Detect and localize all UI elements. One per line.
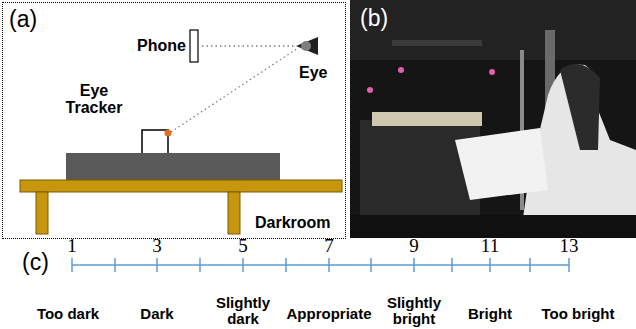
scale-label: Too bright	[541, 306, 614, 322]
scale-number: 11	[481, 236, 499, 256]
scale-label: Slightly dark	[207, 295, 279, 327]
part-label: Darkroom	[255, 215, 331, 232]
scale-number: 7	[324, 236, 334, 256]
scale-number: 9	[409, 236, 419, 256]
eye-symbol	[296, 37, 318, 55]
panel-letter: (a)	[9, 7, 37, 31]
scale-number: 3	[152, 236, 162, 256]
tracker-bracket	[142, 130, 168, 153]
scale-number: 13	[560, 236, 579, 256]
scale-number: 1	[67, 236, 77, 256]
scale-label: Dark	[140, 306, 173, 322]
scale-label: Slightly bright	[378, 295, 450, 327]
table-leg	[228, 192, 240, 234]
table-top	[20, 180, 342, 192]
scale-number: 5	[238, 236, 248, 256]
eye-pupil	[301, 41, 311, 51]
panel-letter: (c)	[22, 250, 49, 274]
table-leg	[36, 192, 48, 234]
setup-sketch	[20, 30, 342, 234]
part-label: Eye Tracker	[61, 83, 127, 117]
rating-scale	[72, 258, 569, 272]
eye-tracker-body	[66, 153, 280, 180]
phone-symbol	[190, 30, 198, 62]
part-label: Phone	[137, 38, 186, 55]
sight-line	[202, 45, 296, 46]
panel-frame: (a) PhoneEye Tracker EyeDarkroom	[2, 2, 346, 239]
tracker-lens	[165, 130, 172, 137]
panel-letter: (b)	[360, 6, 388, 30]
scale-label: Appropriate	[286, 306, 371, 322]
part-label: Eye	[299, 65, 327, 82]
photo	[350, 0, 636, 238]
scale-label: Too dark	[37, 306, 99, 322]
gaze-line	[171, 48, 298, 132]
scale-label: Bright	[468, 306, 512, 322]
